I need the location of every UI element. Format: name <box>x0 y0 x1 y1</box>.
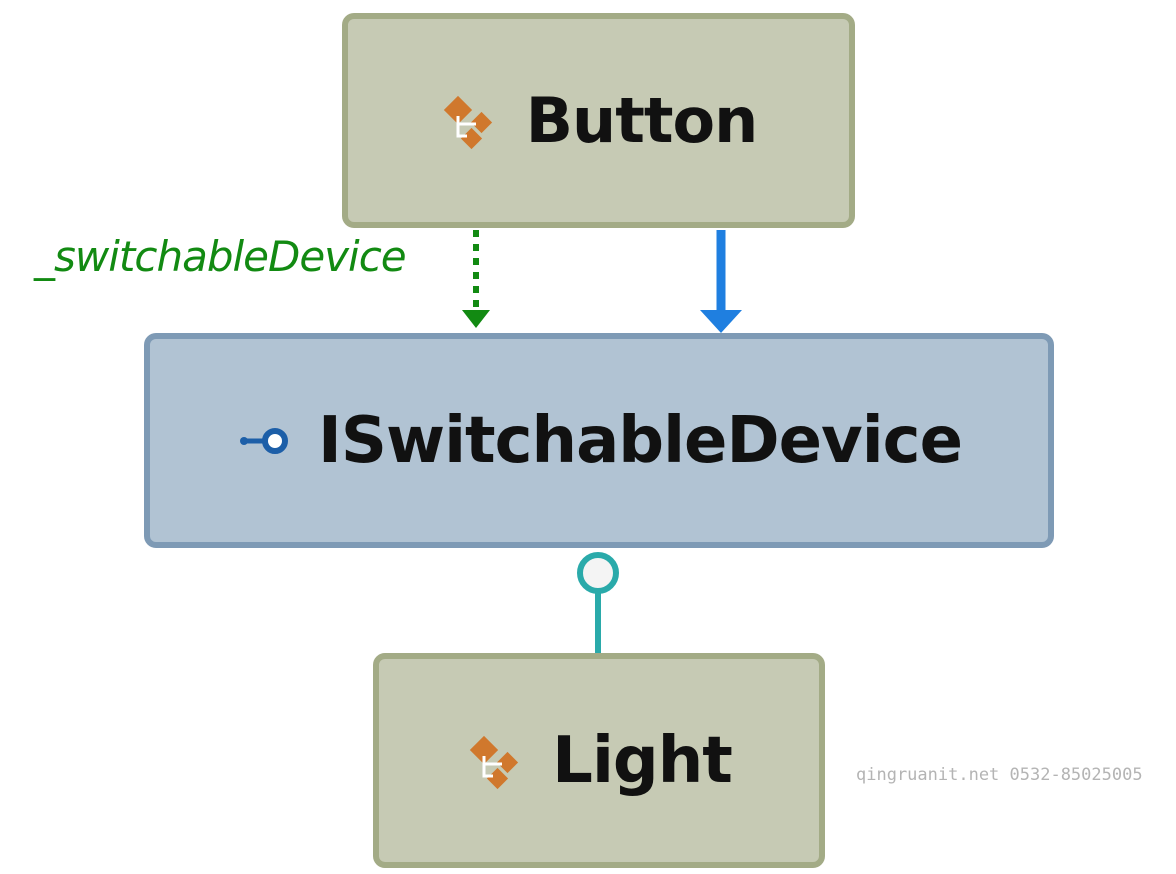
class-node-light[interactable]: Light <box>373 653 825 868</box>
association-arrowhead <box>462 310 490 328</box>
node-label: ISwitchableDevice <box>318 403 963 478</box>
interface-icon <box>240 427 289 454</box>
class-node-button[interactable]: Button <box>342 13 855 228</box>
watermark: qingruanit.net 0532-85025005 <box>856 765 1143 785</box>
association-label: _switchableDevice <box>34 232 407 281</box>
class-icon <box>470 735 519 789</box>
dependency-edge[interactable] <box>700 230 742 333</box>
implements-edge[interactable] <box>577 552 619 653</box>
interface-node-iswitchabledevice[interactable]: ISwitchableDevice <box>144 333 1054 548</box>
lollipop-circle <box>577 552 619 594</box>
class-icon <box>443 95 492 149</box>
association-edge[interactable] <box>462 230 490 328</box>
node-label: Light <box>552 723 733 798</box>
dependency-arrowhead <box>700 310 742 333</box>
node-label: Button <box>525 84 758 157</box>
